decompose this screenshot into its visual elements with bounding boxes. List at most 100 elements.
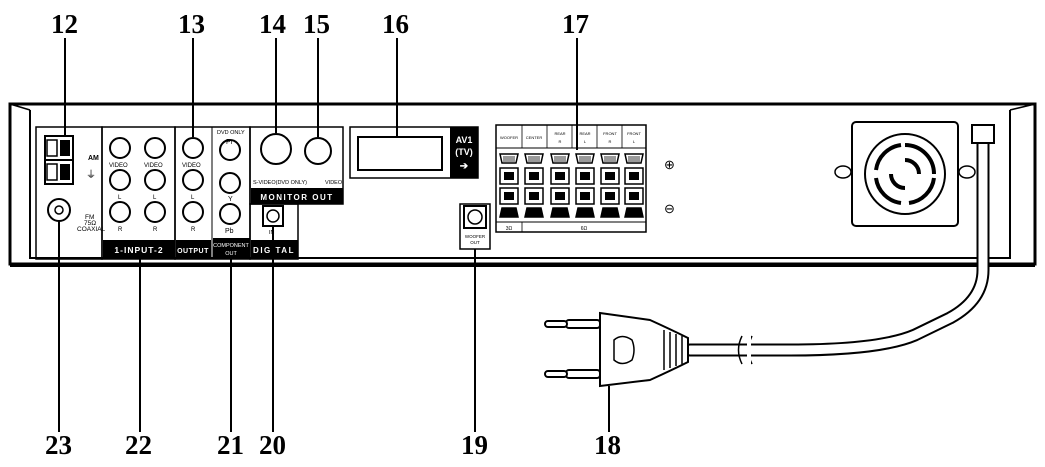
fm-label-1: FM <box>85 214 94 221</box>
speaker-terminal-hole-inner <box>580 192 590 200</box>
component-pb-jack[interactable] <box>219 203 241 225</box>
speaker-terminal-hole-inner <box>555 192 565 200</box>
arrow-out-icon: ➔ <box>460 161 469 172</box>
callout-18: 18 <box>594 430 621 460</box>
component-pr-jack[interactable] <box>219 139 241 161</box>
pr-label: Pr <box>226 139 234 146</box>
spk-center-label: CENTER <box>526 135 543 140</box>
output-label-bar <box>176 240 211 258</box>
speaker-terminal-hole-inner <box>605 172 615 180</box>
input-label: 1-INPUT-2 <box>114 245 163 255</box>
spk-woofer-label: WOOFER <box>500 135 518 140</box>
spk-front-r-label: FRONT <box>603 131 617 136</box>
monitor-video-jack[interactable] <box>304 137 332 165</box>
output-l-jack[interactable] <box>182 169 204 191</box>
callout-12: 12 <box>51 9 78 39</box>
callout-15: 15 <box>303 9 330 39</box>
scart-socket[interactable] <box>357 136 443 171</box>
ohm6-label: 6Ω <box>581 226 588 232</box>
input1-video-jack[interactable] <box>109 137 131 159</box>
av1-label: AV1 <box>456 135 473 145</box>
output-r-jack[interactable] <box>182 201 204 223</box>
speaker-clip-tab-top[interactable] <box>600 153 620 164</box>
ohm3-label: 3Ω <box>506 226 513 232</box>
input2-video-label: VIDEO <box>144 163 163 169</box>
fan-grille <box>874 143 936 205</box>
speaker-terminal-hole-inner <box>555 172 565 180</box>
callout-23: 23 <box>45 430 72 460</box>
input2-l-label: L <box>153 195 157 201</box>
component-label-bar <box>213 238 250 258</box>
svideo-label: S-VIDEO(DVD ONLY) <box>253 180 307 186</box>
output-video-label: VIDEO <box>182 163 201 169</box>
callout-13: 13 <box>178 9 205 39</box>
output-label: OUTPUT <box>177 248 209 255</box>
spk-front-l-side: L <box>633 139 636 144</box>
input-jacks <box>109 137 166 223</box>
av1-label-box <box>450 127 478 178</box>
speaker-clip-tab-bottom[interactable] <box>600 207 620 218</box>
speaker-terminal-hole-inner <box>629 172 639 180</box>
callout-21: 21 <box>217 430 244 460</box>
monitor-out-label: MONITOR OUT <box>260 193 333 202</box>
callout-16: 16 <box>382 9 409 39</box>
spk-rear-r-side: R <box>559 139 562 144</box>
speaker-terminal-block <box>495 124 647 233</box>
speaker-clip-tab-top[interactable] <box>624 153 644 164</box>
speaker-clip-tab-bottom[interactable] <box>575 207 595 218</box>
callout-14: 14 <box>259 9 286 39</box>
spk-front-l-label: FRONT <box>627 131 641 136</box>
dvd-only-label: DVD ONLY <box>217 130 245 136</box>
callout-19: 19 <box>461 430 488 460</box>
power-plug <box>544 311 689 388</box>
speaker-clip-tab-bottom[interactable] <box>499 207 519 218</box>
input1-video-label: VIDEO <box>109 163 128 169</box>
component-label-1: COMPONENT <box>213 243 249 249</box>
spk-rear-l-side: L <box>584 139 587 144</box>
component-y-jack[interactable] <box>219 172 241 194</box>
woofer-out-label-1: WOOFER <box>465 234 486 239</box>
input-label-bar <box>103 240 175 258</box>
speaker-clip-tab-top[interactable] <box>499 153 519 164</box>
am-label: AM <box>88 155 99 162</box>
speaker-clip-tab-bottom[interactable] <box>624 207 644 218</box>
y-label: Y <box>228 196 233 203</box>
digital-label-bar <box>251 240 298 258</box>
component-label-2: OUT <box>225 251 237 257</box>
input2-l-jack[interactable] <box>144 169 166 191</box>
optical-in-label: IN <box>269 230 275 236</box>
fm-label-2: 75Ω <box>84 220 96 227</box>
leader-lines <box>58 38 610 432</box>
power-cord <box>683 124 995 365</box>
inner-bevel <box>29 110 1011 259</box>
input2-video-jack[interactable] <box>144 137 166 159</box>
speaker-clips <box>499 153 644 218</box>
input1-r-label: R <box>118 227 123 233</box>
svideo-jack[interactable] <box>260 133 292 165</box>
callout-20: 20 <box>259 430 286 460</box>
speaker-clip-tab-top[interactable] <box>575 153 595 164</box>
input2-r-jack[interactable] <box>144 201 166 223</box>
fan-mount-right <box>958 165 976 179</box>
woofer-out-label-2: OUT <box>470 240 480 245</box>
cooling-fan <box>851 121 959 227</box>
speaker-clip-tab-bottom[interactable] <box>524 207 544 218</box>
ground-icon: ⏚ <box>86 169 96 181</box>
tv-label: (TV) <box>455 147 473 157</box>
minus-icon: ⊖ <box>664 201 675 216</box>
input1-r-jack[interactable] <box>109 201 131 223</box>
speaker-clip-tab-top[interactable] <box>550 153 570 164</box>
input2-r-label: R <box>153 227 158 233</box>
input1-l-jack[interactable] <box>109 169 131 191</box>
output-l-label: L <box>191 195 195 201</box>
speaker-terminal-hole-inner <box>580 172 590 180</box>
fan-mount-left <box>834 165 852 179</box>
speaker-clip-tab-bottom[interactable] <box>550 207 570 218</box>
callout-17: 17 <box>562 9 589 39</box>
speaker-clip-tab-top[interactable] <box>524 153 544 164</box>
output-video-jack[interactable] <box>182 137 204 159</box>
monitor-video-label: VIDEO <box>325 180 343 186</box>
fm-label-3: COAXIAL <box>77 226 106 233</box>
monitor-out-label-bar <box>251 188 343 204</box>
